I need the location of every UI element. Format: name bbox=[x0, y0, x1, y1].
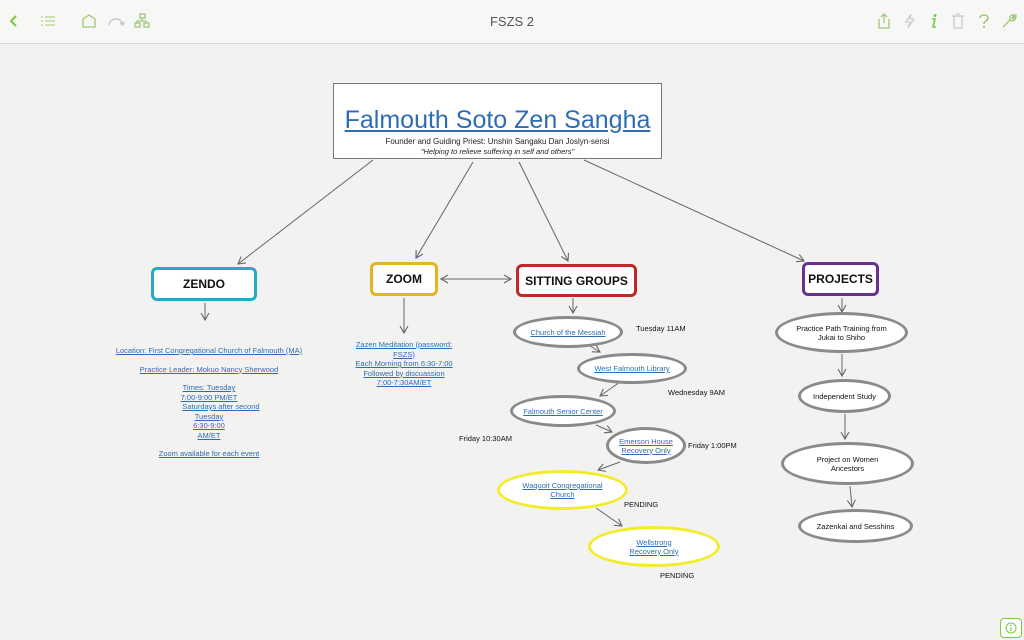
zoom-line-3[interactable]: Each Morning from 6:30-7:00 bbox=[355, 359, 453, 368]
zendo-times-4[interactable]: Tuesday bbox=[194, 411, 224, 421]
women-ancestors-line-2: Ancestors bbox=[830, 463, 865, 473]
projects-node[interactable]: PROJECTS bbox=[802, 262, 879, 296]
time-wednesday-label: Wednesday 9AM bbox=[668, 388, 725, 397]
sitting-group-senior-center[interactable]: Falmouth Senior Center bbox=[510, 395, 616, 427]
waquoit-line-2: Church bbox=[550, 490, 575, 499]
sitting-group-church-messiah[interactable]: Church of the Messiah bbox=[513, 316, 623, 348]
zoom-line-4[interactable]: Followed by discuassion bbox=[363, 368, 445, 378]
toolbar: FSZS 2 bbox=[0, 0, 1024, 44]
senior-center-label[interactable]: Falmouth Senior Center bbox=[523, 406, 603, 416]
practice-path-label: Practice Path Training from Jukai to Shi… bbox=[796, 324, 886, 342]
back-icon[interactable] bbox=[2, 9, 26, 33]
info-inspector-icon[interactable] bbox=[922, 9, 946, 33]
zoom-line-1[interactable]: Zazen Meditation (password: bbox=[355, 340, 453, 349]
wrench-icon[interactable] bbox=[997, 9, 1021, 33]
practice-path-line-2: Jukai to Shiho bbox=[817, 332, 866, 342]
wellstrong-line-1: Wellstrong bbox=[636, 537, 672, 547]
zendo-times-6[interactable]: AM/ET bbox=[197, 430, 221, 440]
project-zazenkai[interactable]: Zazenkai and Sesshins bbox=[798, 509, 913, 543]
zoom-line-2[interactable]: FSZS) bbox=[393, 349, 415, 359]
sitting-group-wellstrong[interactable]: Wellstrong Recovery Only bbox=[588, 526, 720, 567]
hierarchy-icon[interactable] bbox=[130, 9, 154, 33]
outline-list-icon[interactable] bbox=[36, 9, 60, 33]
zendo-leader[interactable]: Practice Leader: Mokuo Nancy Sherwood bbox=[139, 364, 279, 374]
central-topic-title[interactable]: Falmouth Soto Zen Sangha bbox=[344, 106, 651, 134]
emerson-line-1: Emerson House bbox=[619, 436, 673, 446]
lightning-icon[interactable] bbox=[898, 9, 922, 33]
sitting-groups-node[interactable]: SITTING GROUPS bbox=[516, 264, 637, 297]
emerson-label[interactable]: Emerson House Recovery Only bbox=[619, 437, 673, 455]
zendo-info-note: Location: First Congregational Church of… bbox=[105, 346, 313, 459]
waquoit-line-1: Waquoit Congregational bbox=[522, 481, 603, 490]
zendo-zoom-note[interactable]: Zoom available for each event bbox=[158, 449, 260, 458]
pending-label-1: PENDING bbox=[624, 500, 659, 509]
sitting-group-west-falmouth[interactable]: West Falmouth Library bbox=[577, 353, 687, 384]
central-topic-node[interactable]: Falmouth Soto Zen Sangha Founder and Gui… bbox=[333, 83, 662, 159]
sitting-group-waquoit[interactable]: Waquoit Congregational Church bbox=[497, 470, 628, 510]
sitting-group-emerson-house[interactable]: Emerson House Recovery Only bbox=[606, 427, 686, 464]
pending-label-2: PENDING bbox=[660, 571, 695, 580]
emerson-line-2: Recovery Only bbox=[621, 445, 671, 455]
zazenkai-label: Zazenkai and Sesshins bbox=[816, 521, 895, 531]
zoom-info-note: Zazen Meditation (password: FSZS) Each M… bbox=[340, 340, 468, 388]
info-circle-icon bbox=[1005, 622, 1017, 634]
wellstrong-line-2: Recovery Only bbox=[629, 546, 679, 556]
share-icon[interactable] bbox=[872, 9, 896, 33]
zoom-label: ZOOM bbox=[386, 272, 422, 286]
central-topic-quote: "Helping to relieve suffering in self an… bbox=[420, 147, 575, 156]
west-falmouth-label[interactable]: West Falmouth Library bbox=[594, 364, 670, 373]
project-women-ancestors[interactable]: Project on Women Ancestors bbox=[781, 442, 914, 485]
zendo-times-5[interactable]: 6:30-9:00 bbox=[193, 421, 225, 430]
wellstrong-label[interactable]: Wellstrong Recovery Only bbox=[629, 538, 678, 556]
document-title: FSZS 2 bbox=[489, 14, 535, 29]
time-friday-1030-label: Friday 10:30AM bbox=[459, 434, 512, 443]
central-topic-subtitle: Founder and Guiding Priest: Unshin Sanga… bbox=[385, 137, 610, 146]
zoom-line-5[interactable]: 7:00-7:30AM/ET bbox=[376, 378, 432, 387]
zendo-node[interactable]: ZENDO bbox=[151, 267, 257, 301]
practice-path-line-1: Practice Path Training from bbox=[796, 323, 887, 333]
canvas-icon[interactable] bbox=[77, 9, 101, 33]
trash-icon[interactable] bbox=[946, 9, 970, 33]
zendo-times-3[interactable]: Saturdays after second bbox=[182, 402, 260, 411]
project-practice-path[interactable]: Practice Path Training from Jukai to Shi… bbox=[775, 312, 908, 353]
projects-label: PROJECTS bbox=[808, 272, 873, 286]
help-icon[interactable] bbox=[972, 9, 996, 33]
zendo-times-2[interactable]: 7:00-9:00 PM/ET bbox=[180, 392, 238, 402]
project-independent-study[interactable]: Independent Study bbox=[798, 379, 891, 413]
zendo-times-1[interactable]: Times: Tuesday bbox=[182, 383, 236, 392]
women-ancestors-label: Project on Women Ancestors bbox=[817, 455, 879, 473]
zoom-node[interactable]: ZOOM bbox=[370, 262, 438, 296]
zendo-label: ZENDO bbox=[183, 277, 225, 291]
waquoit-label[interactable]: Waquoit Congregational Church bbox=[522, 481, 602, 499]
women-ancestors-line-1: Project on Women bbox=[816, 454, 879, 464]
sitting-groups-label: SITTING GROUPS bbox=[525, 273, 628, 288]
independent-study-label: Independent Study bbox=[813, 391, 876, 401]
time-friday-100-label: Friday 1:00PM bbox=[688, 441, 737, 450]
zendo-location[interactable]: Location: First Congregational Church of… bbox=[115, 346, 303, 355]
info-button[interactable] bbox=[1000, 618, 1022, 638]
time-tuesday-label: Tuesday 11AM bbox=[636, 324, 686, 333]
connect-icon[interactable] bbox=[104, 9, 128, 33]
church-messiah-label[interactable]: Church of the Messiah bbox=[530, 327, 606, 337]
